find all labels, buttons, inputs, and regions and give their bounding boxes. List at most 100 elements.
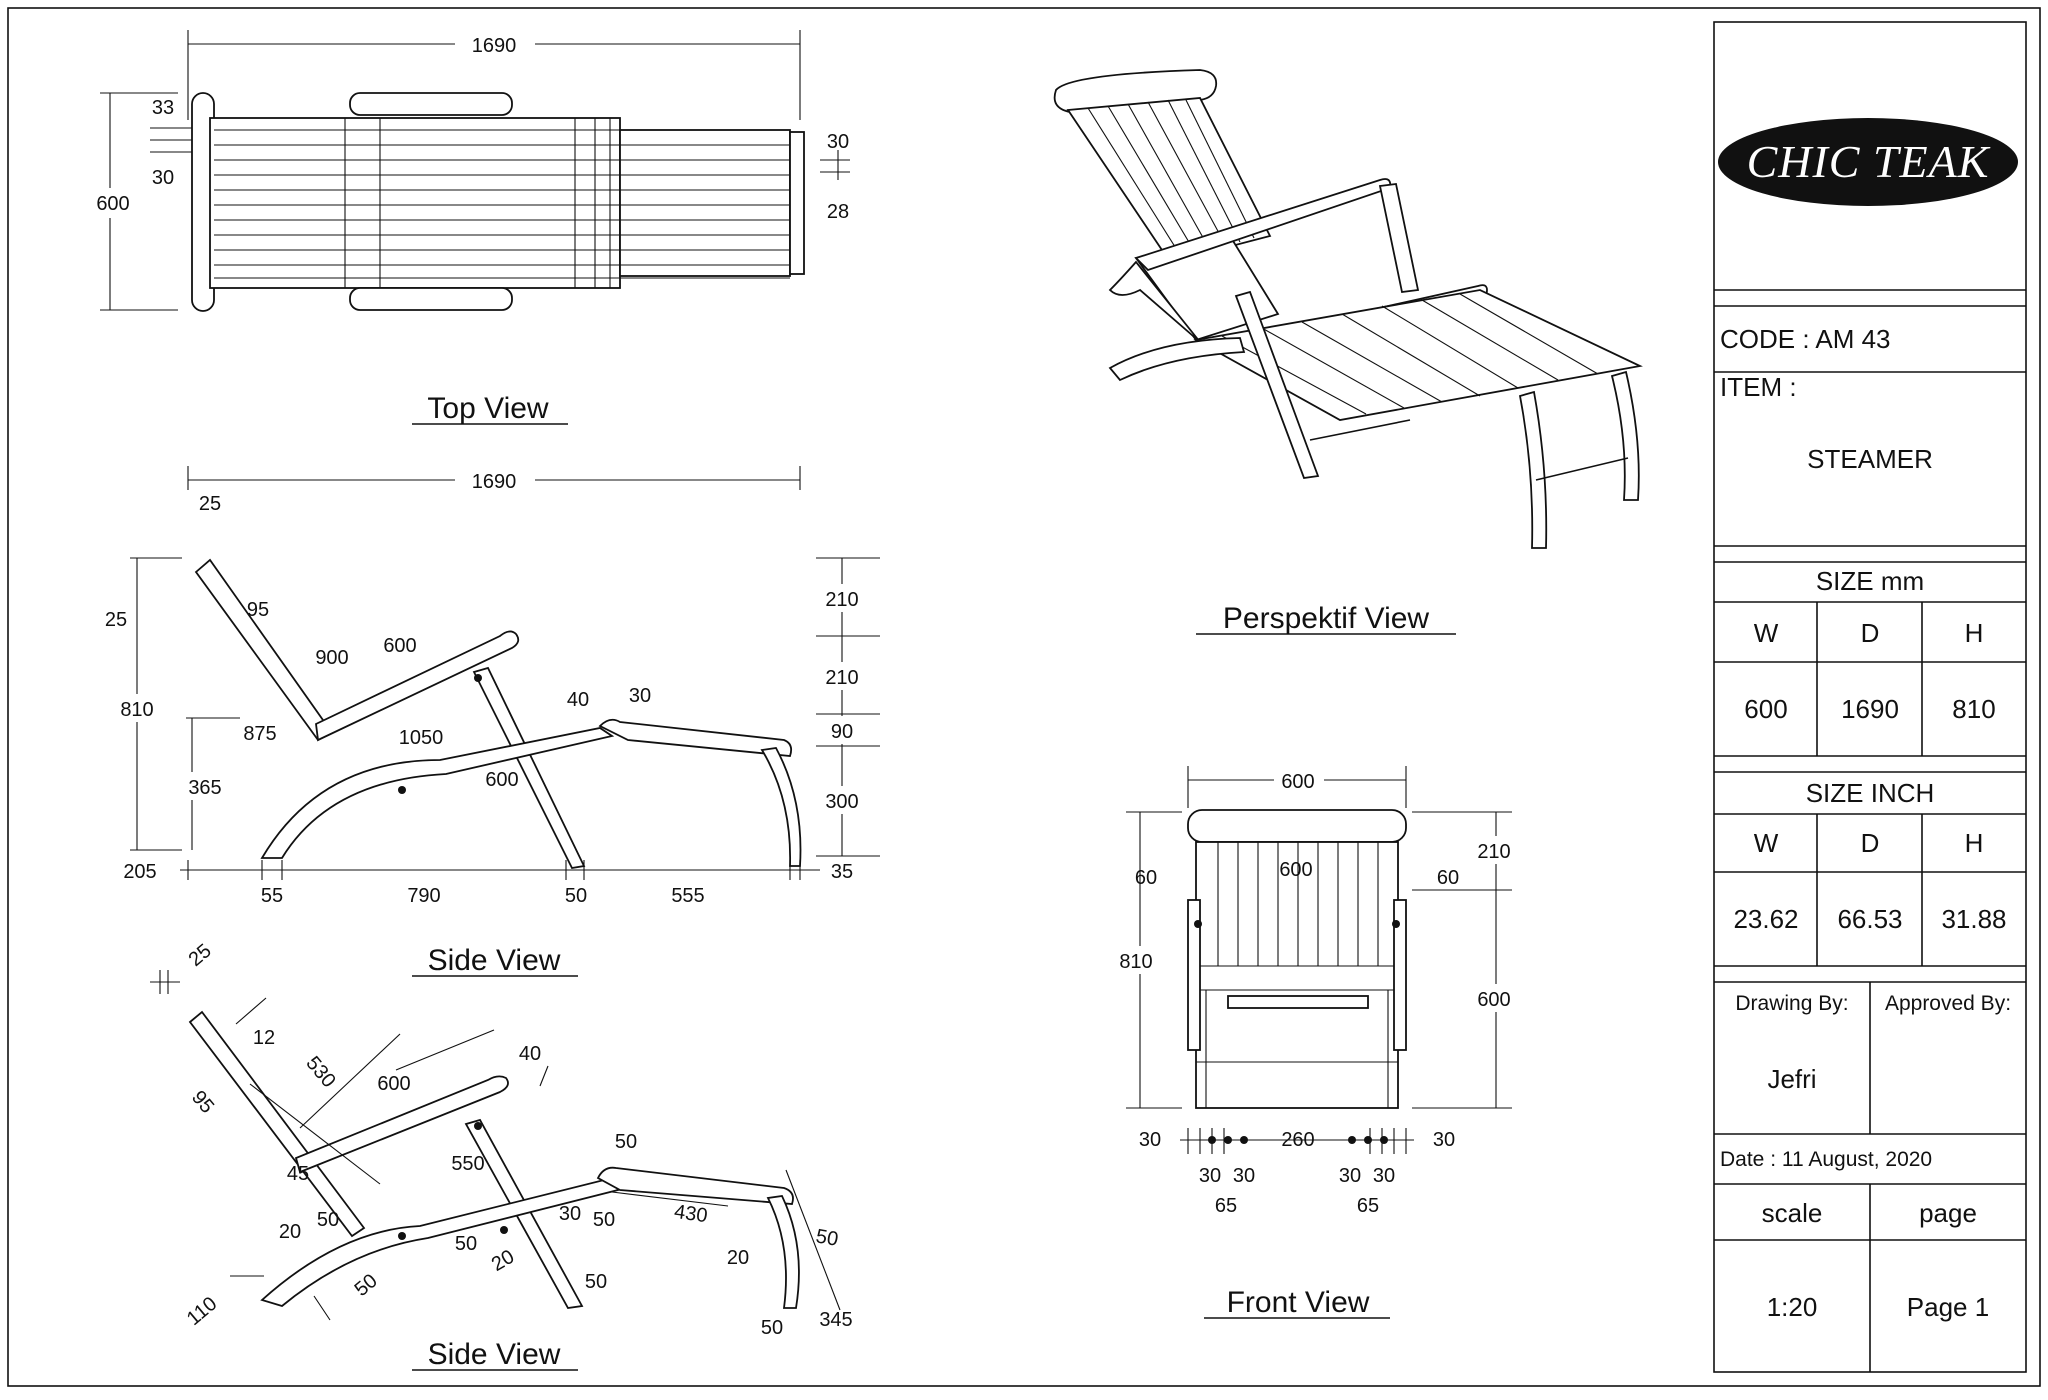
top-dim-33: 33 [152,97,174,119]
side1-footrest-leg [760,747,802,867]
side2-dim-50e: 50 [351,1270,382,1301]
side2-dim-50c: 50 [593,1209,615,1231]
title-block: CHIC TEAK CODE : AM 43 ITEM : STEAMER SI… [1713,21,2027,1373]
front-dim-30b: 30 [1433,1129,1455,1151]
drawing-date: Date : 11 August, 2020 [1720,1148,1932,1171]
side2-dim-600: 600 [377,1073,410,1095]
side1-dim-50: 50 [565,885,587,907]
side1-dim-95: 95 [247,599,269,621]
front-dim-30d: 30 [1233,1165,1255,1187]
product-code: CODE : AM 43 [1720,324,1891,354]
side1-dim-600b: 600 [485,769,518,791]
side1-backrest [194,558,332,742]
side2-dim-430: 430 [673,1201,709,1227]
size-mm-d-label: D [1861,618,1880,648]
top-armrest-right [349,287,513,311]
size-inch-w-label: W [1754,828,1779,858]
side1-dim-365: 365 [188,777,221,799]
item-label: ITEM : [1720,372,1797,402]
side2-dim-530: 530 [301,1052,339,1092]
front-dim-810: 810 [1119,951,1152,973]
front-arm-left [1187,899,1201,1051]
size-inch-d-label: D [1861,828,1880,858]
perspective-view [1053,69,1643,549]
side1-dim-210b: 210 [825,667,858,689]
page-value: Page 1 [1907,1292,1989,1322]
side1-armrest [315,630,520,742]
side1-dim-90: 90 [831,721,853,743]
side1-dim-30: 30 [629,685,651,707]
side-view-2: 25 12 530 600 40 95 45 550 50 20 50 30 5… [150,940,853,1339]
top-view-caption: Top View [427,392,549,425]
top-armrest-left [349,92,513,116]
size-inch-h-label: H [1965,828,1984,858]
side2-dim-110: 110 [183,1293,222,1330]
size-mm-h-label: H [1965,618,1984,648]
side1-dim-900: 900 [315,647,348,669]
side2-backrest [188,1010,366,1238]
front-dim-30f: 30 [1373,1165,1395,1187]
page-label: page [1919,1198,1977,1228]
side1-dim-40: 40 [567,689,589,711]
side2-dim-20c: 20 [727,1247,749,1269]
sheet-border [7,7,2041,1387]
front-arm-right [1393,899,1407,1051]
top-dim-30b: 30 [827,131,849,153]
front-dim-260: 260 [1281,1129,1314,1151]
side1-dim-55: 55 [261,885,283,907]
side2-dim-25: 25 [185,940,216,971]
front-dim-600h: 600 [1477,989,1510,1011]
side2-dim-50f: 50 [455,1233,477,1255]
item-name: STEAMER [1807,444,1933,474]
front-dim-60b: 60 [1437,867,1459,889]
side2-dim-345: 345 [819,1309,852,1331]
size-mm-d: 1690 [1841,694,1899,724]
brand-logo [1718,118,2018,206]
top-slats [214,118,790,288]
side2-dim-50a: 50 [615,1131,637,1153]
front-dim-30e: 30 [1339,1165,1361,1187]
side-view-1-caption: Side View [428,944,561,977]
side2-dim-30: 30 [559,1203,581,1225]
side2-dim-95: 95 [187,1087,218,1118]
size-mm-title: SIZE mm [1816,566,1924,596]
side1-dim-210a: 210 [825,589,858,611]
scale-label: scale [1762,1198,1823,1228]
top-length-dim: 1690 [472,35,517,57]
drawing-by-label: Drawing By: [1735,992,1848,1015]
front-view-caption: Front View [1227,1286,1370,1319]
side2-dim-50g: 50 [585,1271,607,1293]
front-dim-65b: 65 [1357,1195,1379,1217]
front-inner-dim: 600 [1279,859,1312,881]
side1-dim-790: 790 [407,885,440,907]
front-dim-30c: 30 [1199,1165,1221,1187]
side2-footrest-leg [766,1195,800,1309]
scale-value: 1:20 [1767,1292,1818,1322]
side2-dim-20b: 20 [488,1246,518,1276]
side1-dim-25a: 25 [199,493,221,515]
side2-dim-40: 40 [519,1043,541,1065]
side-view-1: 1690 810 365 25 25 95 900 600 875 1050 4… [105,466,880,907]
side1-rear-leg [260,727,615,859]
size-inch-w: 23.62 [1733,904,1798,934]
approved-by-label: Approved By: [1885,992,2011,1015]
side2-dim-550: 550 [451,1153,484,1175]
side1-dim-205: 205 [123,861,156,883]
front-width-dim: 600 [1281,771,1314,793]
top-dim-28: 28 [827,201,849,223]
side2-dim-50h: 50 [761,1317,783,1339]
side2-dim-12: 12 [253,1027,275,1049]
side2-dim-20a: 20 [279,1221,301,1243]
side1-dim-25b: 25 [105,609,127,631]
top-width-dim: 600 [96,193,129,215]
side1-dim-555: 555 [671,885,704,907]
side1-dim-300: 300 [825,791,858,813]
side2-dim-50b: 50 [317,1209,339,1231]
front-headrest [1187,809,1407,843]
drawing-by-name: Jefri [1767,1064,1816,1094]
size-inch-h: 31.88 [1941,904,2006,934]
size-inch-d: 66.53 [1837,904,1902,934]
side1-dim-875: 875 [243,723,276,745]
top-dim-30a: 30 [152,167,174,189]
